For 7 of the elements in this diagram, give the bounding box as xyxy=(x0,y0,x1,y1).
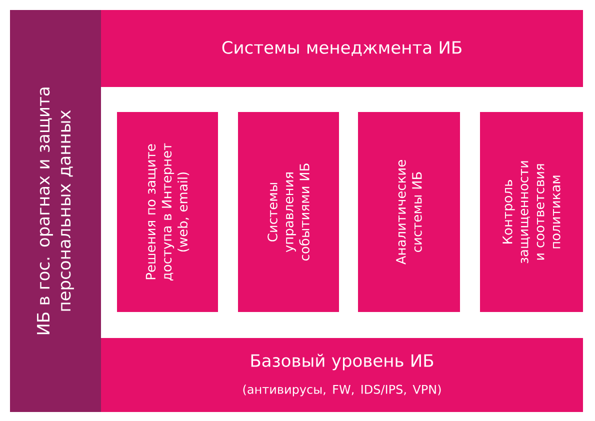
side-band: ИБ в гос. орагнах и защита персональных данных xyxy=(10,10,101,412)
header-band: Системы менеджмента ИБ xyxy=(101,10,583,87)
category-box: Решения по защите доступа в Интернет (web, email) xyxy=(117,112,218,312)
category-box: Контроль защищенности и соответсвия политикам xyxy=(480,112,583,312)
category-box: Системы управления событиями ИБ xyxy=(238,112,339,312)
category-box: Аналитические системы ИБ xyxy=(358,112,460,312)
footer-band: Базовый уровень ИБ (антивирусы, FW, IDS/IPS, VPN) xyxy=(101,338,583,412)
